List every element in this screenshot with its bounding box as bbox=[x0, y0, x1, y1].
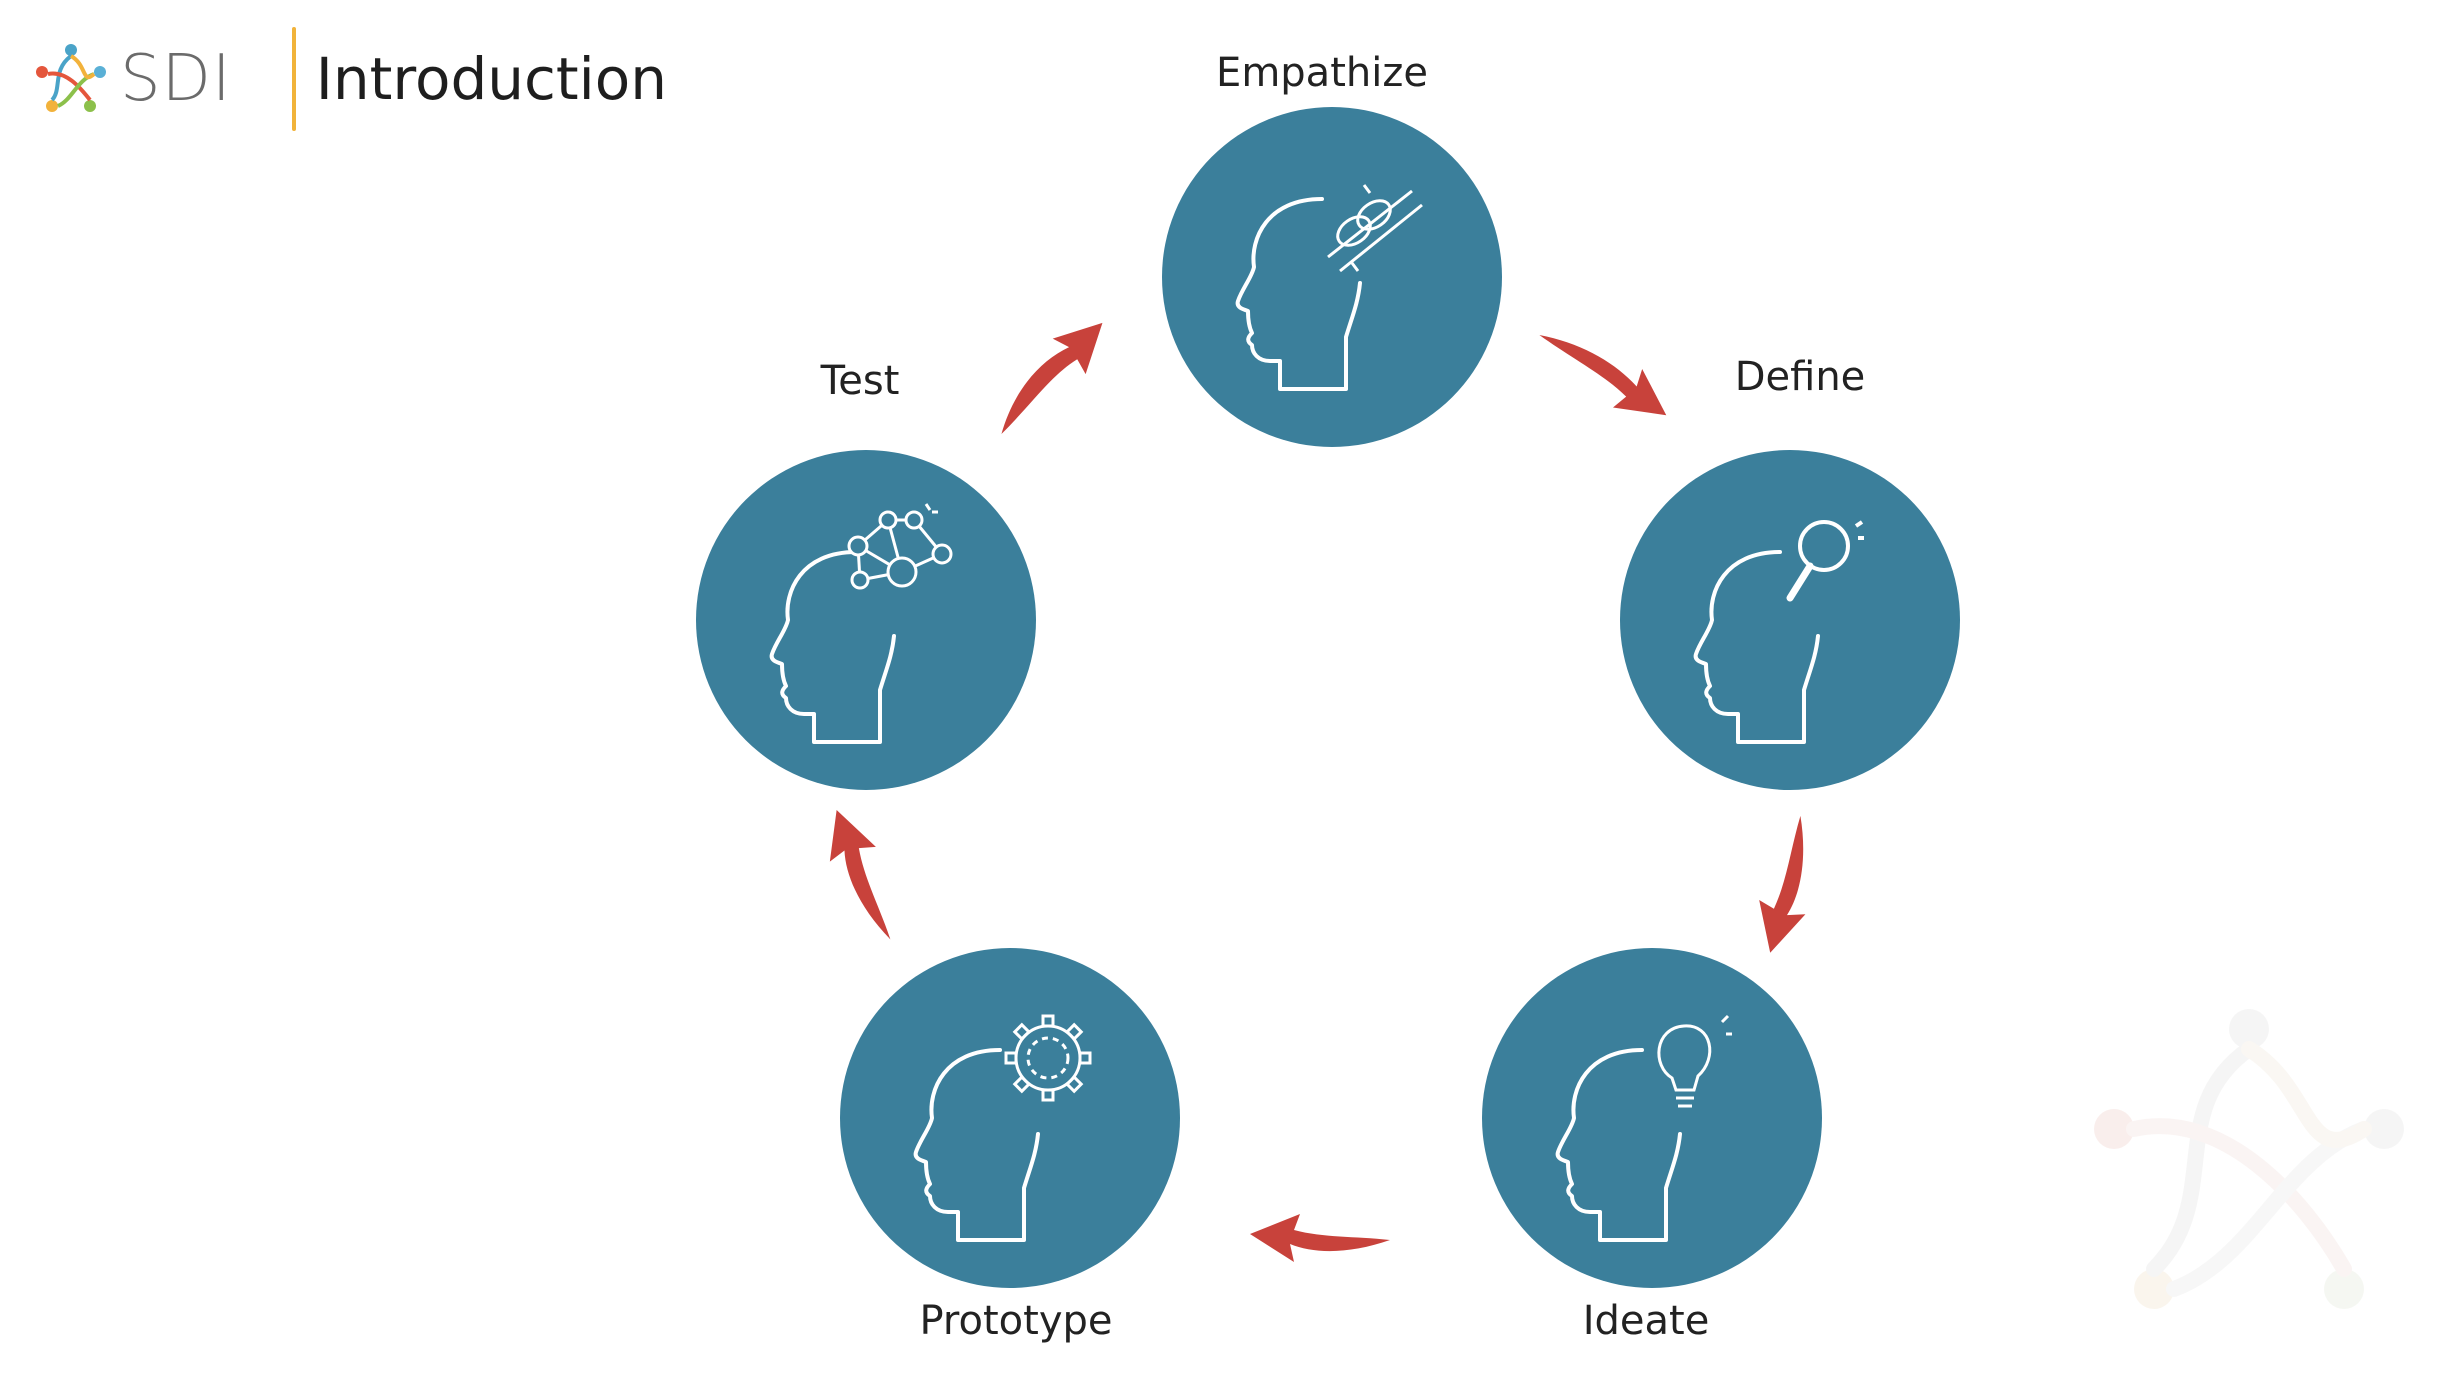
stage-define bbox=[1620, 450, 1960, 790]
header-divider bbox=[291, 27, 296, 131]
brand-name: SDI bbox=[120, 42, 232, 116]
lightbulb-icon bbox=[1657, 1014, 1732, 1108]
label-prototype: Prototype bbox=[919, 1298, 1113, 1344]
label-test: Test bbox=[820, 358, 900, 404]
brand-logo: SDI bbox=[32, 29, 232, 129]
page-title: Introduction bbox=[315, 45, 668, 113]
arrow-define-to-ideate bbox=[1759, 815, 1806, 953]
label-ideate: Ideate bbox=[1582, 1298, 1710, 1344]
magnifier-icon bbox=[1786, 520, 1864, 602]
stage-test bbox=[696, 450, 1036, 790]
sdi-logo-icon bbox=[32, 40, 110, 118]
label-define: Define bbox=[1734, 354, 1866, 400]
arrow-ideate-to-prototype bbox=[1250, 1214, 1390, 1262]
arrow-test-to-empathize bbox=[1001, 322, 1103, 434]
network-icon bbox=[847, 503, 953, 590]
gear-icon bbox=[1004, 1014, 1092, 1102]
chain-link-icon bbox=[1327, 184, 1423, 273]
stage-empathize bbox=[1162, 107, 1502, 447]
stage-ideate bbox=[1482, 948, 1822, 1288]
stage-prototype bbox=[840, 948, 1180, 1288]
header: SDI Introduction bbox=[32, 24, 667, 134]
arrow-prototype-to-test bbox=[829, 809, 891, 940]
sdi-watermark-icon bbox=[2084, 999, 2414, 1334]
label-empathize: Empathize bbox=[1216, 50, 1428, 96]
arrow-empathize-to-define bbox=[1539, 335, 1667, 416]
